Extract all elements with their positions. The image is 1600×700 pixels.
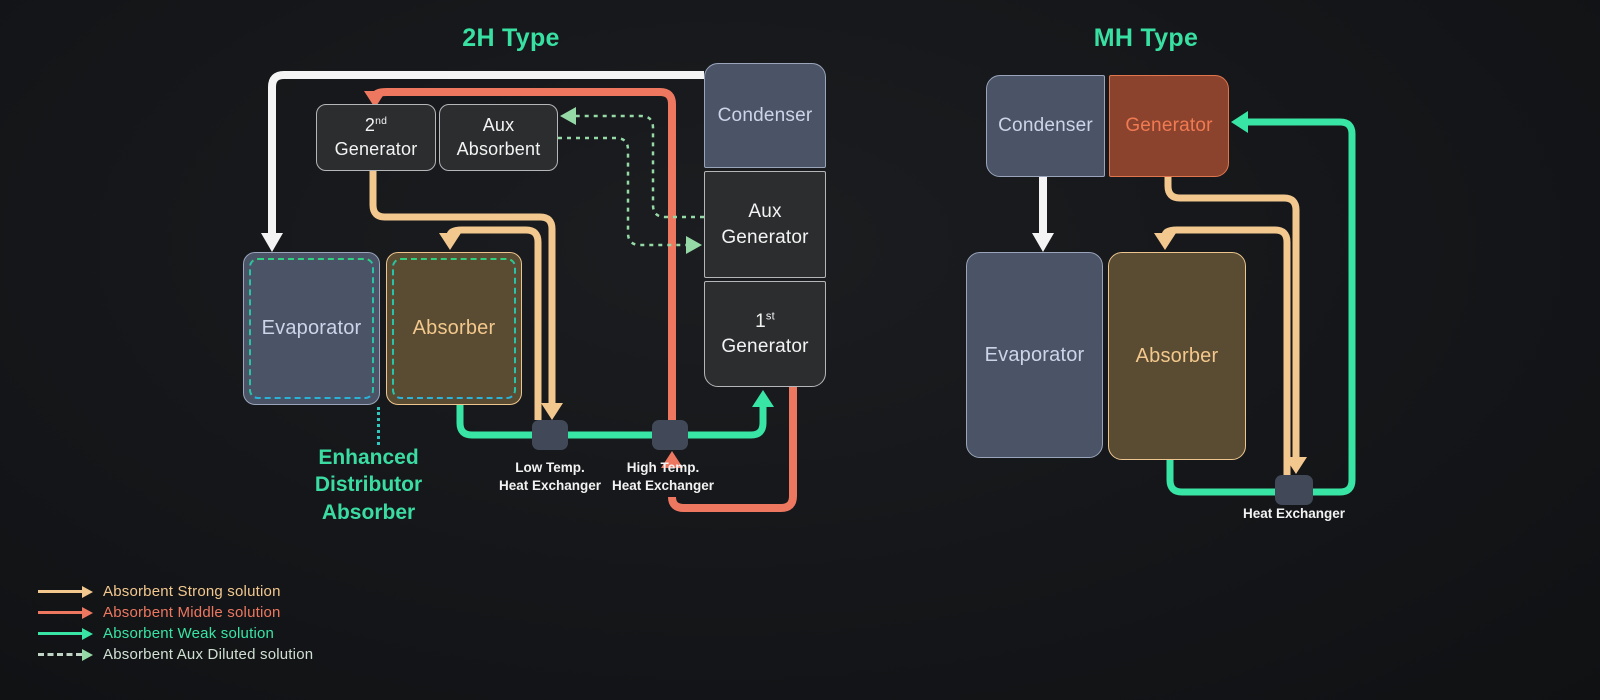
- high-temp-hx-label-line1: High Temp.: [626, 460, 700, 475]
- pipe-diluted-auxgen-to-auxabsorbent-2h: [576, 114, 704, 219]
- arrow-white-evaporator-2h: [261, 233, 283, 252]
- legend-middle-line: [38, 611, 82, 614]
- legend-weak-arrow-icon: [82, 627, 93, 640]
- box-aux-generator: Aux Generator: [704, 171, 826, 278]
- box-evaporator-mh-label: Evaporator: [984, 343, 1085, 366]
- box-condenser-mh-label: Condenser: [998, 115, 1093, 137]
- box-absorber-2h-label: Absorber: [412, 317, 496, 340]
- pipe-strong-generator-to-hx-mh: [1164, 177, 1300, 460]
- legend-strong-arrow-icon: [82, 585, 93, 598]
- box-generator-mh-label: Generator: [1125, 115, 1213, 137]
- enhanced-absorber-dotted-connector: [377, 407, 380, 445]
- legend-weak-label: Absorbent Weak solution: [103, 625, 275, 642]
- box-evaporator-mh: Evaporator: [966, 252, 1103, 458]
- pipe-weak-absorber-to-generator-mh: [1166, 118, 1356, 496]
- arrow-weak-into-generator-mh: [1231, 111, 1248, 133]
- box-2nd-generator-line1: 2nd: [364, 114, 388, 135]
- enhanced-distributor-absorber-label: Enhanced Distributor Absorber: [266, 444, 471, 526]
- box-aux-generator-line1: Aux: [748, 201, 782, 223]
- pipe-strong-hx-to-absorber-mh: [1161, 226, 1291, 475]
- title-2h-type: 2H Type: [462, 24, 560, 52]
- high-temp-heat-exchanger-node: [652, 420, 688, 450]
- arrow-middle-into-high-hx-2h: [661, 451, 683, 468]
- heat-exchanger-label-mh-text: Heat Exchanger: [1242, 506, 1346, 521]
- legend-row-strong: Absorbent Strong solution: [38, 581, 313, 602]
- arrow-strong-into-low-hx-2h: [541, 403, 563, 420]
- legend-diluted-label: Absorbent Aux Diluted solution: [103, 646, 314, 663]
- box-aux-absorbent-line1: Aux: [482, 114, 515, 135]
- enhanced-label-line1: Enhanced Distributor: [314, 446, 423, 497]
- legend-weak-line: [38, 632, 82, 635]
- box-aux-generator-line2: Generator: [721, 226, 809, 248]
- box-evaporator-2h-label: Evaporator: [261, 317, 362, 340]
- legend-strong-line: [38, 590, 82, 593]
- box-1st-generator-line1: 1st: [755, 310, 775, 332]
- low-temp-hx-label-line1: Low Temp.: [515, 460, 585, 475]
- low-temp-heat-exchanger-node: [532, 420, 568, 450]
- box-condenser-mh: Condenser: [986, 75, 1105, 177]
- pipe-middle-gen1-to-high-hx-2h: [668, 387, 797, 512]
- pipe-strong-gen2-to-low-hx-2h: [369, 171, 556, 405]
- enhanced-label-line2: Absorber: [321, 500, 416, 524]
- box-aux-absorbent: Aux Absorbent: [439, 104, 558, 171]
- box-2nd-generator-line2: Generator: [334, 138, 418, 159]
- arrow-middle-into-gen2-2h: [364, 91, 386, 108]
- box-condenser-2h: Condenser: [704, 63, 826, 168]
- box-2nd-generator: 2nd Generator: [316, 104, 436, 171]
- arrow-strong-into-absorber-mh: [1154, 233, 1176, 250]
- box-absorber-mh: Absorber: [1108, 252, 1246, 460]
- box-aux-absorbent-line2: Absorbent: [456, 138, 541, 159]
- high-temp-hx-label: High Temp. Heat Exchanger: [591, 459, 735, 494]
- legend-diluted-arrow-icon: [82, 648, 93, 661]
- heat-exchanger-label-mh: Heat Exchanger: [1214, 505, 1374, 523]
- legend: Absorbent Strong solution Absorbent Midd…: [38, 581, 313, 665]
- high-temp-hx-label-line2: Heat Exchanger: [611, 477, 715, 493]
- box-absorber-2h: Absorber: [386, 252, 522, 405]
- low-temp-hx-label-line2: Heat Exchanger: [498, 477, 602, 493]
- legend-middle-label: Absorbent Middle solution: [103, 604, 281, 621]
- box-1st-generator: 1st Generator: [704, 281, 826, 387]
- box-absorber-mh-label: Absorber: [1135, 344, 1219, 367]
- arrow-strong-into-absorber-2h: [439, 233, 461, 250]
- arrow-weak-into-gen1-2h: [752, 390, 774, 407]
- legend-row-weak: Absorbent Weak solution: [38, 623, 313, 644]
- pipe-diluted-auxabsorbent-to-auxgen-2h: [558, 136, 686, 247]
- arrow-diluted-into-auxgen-2h: [686, 236, 702, 254]
- legend-diluted-line: [38, 653, 82, 656]
- pipe-weak-absorber-to-gen1-2h: [456, 402, 767, 439]
- heat-exchanger-node-mh: [1275, 475, 1313, 505]
- legend-middle-arrow-icon: [82, 606, 93, 619]
- pipe-strong-low-hx-to-absorber-2h: [446, 226, 542, 420]
- arrow-diluted-into-auxabsorbent-2h: [560, 107, 576, 125]
- low-temp-hx-label: Low Temp. Heat Exchanger: [478, 459, 622, 494]
- title-mh-type: MH Type: [1093, 24, 1199, 52]
- box-1st-generator-line2: Generator: [721, 336, 809, 357]
- pipe-white-condenser-to-evaporator-2h: [268, 71, 704, 234]
- legend-row-aux-diluted: Absorbent Aux Diluted solution: [38, 644, 313, 665]
- box-condenser-2h-label: Condenser: [717, 104, 813, 126]
- box-generator-mh: Generator: [1109, 75, 1229, 177]
- legend-row-middle: Absorbent Middle solution: [38, 602, 313, 623]
- box-evaporator-2h: Evaporator: [243, 252, 380, 405]
- legend-strong-label: Absorbent Strong solution: [103, 583, 281, 600]
- arrow-white-evaporator-mh: [1032, 233, 1054, 252]
